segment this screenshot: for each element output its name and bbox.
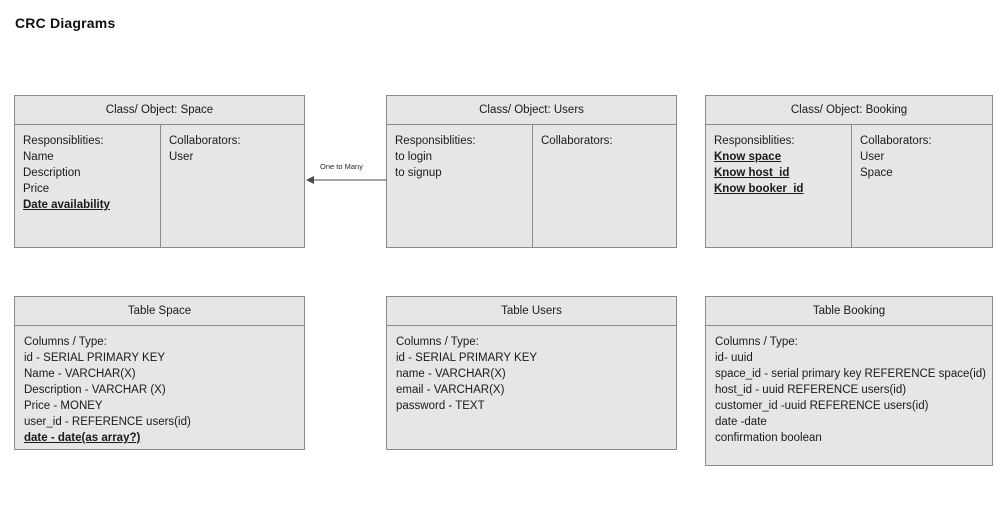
column-item: customer_id -uuid REFERENCE users(id)	[715, 400, 929, 412]
columns-heading: Columns / Type:	[24, 336, 107, 348]
crc-card-users[interactable]: Class/ Object: Users Responsiblities: to…	[386, 95, 677, 248]
crc-card-users-header: Class/ Object: Users	[387, 96, 676, 125]
crc-card-users-collaborators: Collaborators:	[533, 125, 676, 247]
responsibility-item: Description	[23, 167, 81, 179]
table-card-space-header: Table Space	[15, 297, 304, 326]
responsibility-item: Know booker_id	[714, 183, 804, 195]
responsibility-item: Know host_id	[714, 167, 790, 179]
relationship-connector[interactable]	[305, 155, 387, 187]
table-card-users-columns: Columns / Type: id - SERIAL PRIMARY KEY …	[387, 326, 676, 449]
crc-card-booking-responsibilities: Responsiblities: Know space Know host_id…	[706, 125, 852, 247]
column-item: id - SERIAL PRIMARY KEY	[24, 352, 166, 364]
table-card-booking-columns: Columns / Type: id- uuid space_id - seri…	[706, 326, 992, 465]
column-item: Description - VARCHAR (X)	[24, 384, 166, 396]
column-item: confirmation boolean	[715, 432, 822, 444]
crc-card-space-responsibilities: Responsiblities: Name Description Price …	[15, 125, 161, 247]
column-item: id - SERIAL PRIMARY KEY	[396, 352, 538, 364]
crc-card-booking-collaborators: Collaborators: User Space	[852, 125, 992, 247]
arrow-head-icon	[306, 176, 314, 184]
columns-heading: Columns / Type:	[715, 336, 798, 348]
collaborators-heading: Collaborators:	[169, 135, 241, 147]
column-item: date - date(as array?)	[24, 432, 141, 444]
column-item: password - TEXT	[396, 400, 485, 412]
table-card-users[interactable]: Table Users Columns / Type: id - SERIAL …	[386, 296, 677, 450]
crc-card-space[interactable]: Class/ Object: Space Responsiblities: Na…	[14, 95, 305, 248]
responsibility-item: Name	[23, 151, 54, 163]
column-item: space_id - serial primary key REFERENCE …	[715, 368, 986, 380]
table-card-booking-body: Columns / Type: id- uuid space_id - seri…	[706, 326, 992, 465]
collaborator-item: User	[169, 151, 194, 163]
column-item: name - VARCHAR(X)	[396, 368, 506, 380]
column-item: Name - VARCHAR(X)	[24, 368, 136, 380]
table-card-users-body: Columns / Type: id - SERIAL PRIMARY KEY …	[387, 326, 676, 449]
responsibility-item: to login	[395, 151, 433, 163]
crc-card-booking-header: Class/ Object: Booking	[706, 96, 992, 125]
responsibilities-heading: Responsiblities:	[395, 135, 476, 147]
column-item: host_id - uuid REFERENCE users(id)	[715, 384, 907, 396]
collaborators-heading: Collaborators:	[860, 135, 932, 147]
crc-card-space-collaborators: Collaborators: User	[161, 125, 304, 247]
responsibility-item: Know space	[714, 151, 782, 163]
crc-card-booking-body: Responsiblities: Know space Know host_id…	[706, 125, 992, 247]
column-item: id- uuid	[715, 352, 753, 364]
column-item: Price - MONEY	[24, 400, 103, 412]
column-item: email - VARCHAR(X)	[396, 384, 505, 396]
crc-card-users-body: Responsiblities: to login to signup Coll…	[387, 125, 676, 247]
collaborator-item: Space	[860, 167, 893, 179]
table-card-booking[interactable]: Table Booking Columns / Type: id- uuid s…	[705, 296, 993, 466]
responsibilities-heading: Responsiblities:	[714, 135, 795, 147]
table-card-space[interactable]: Table Space Columns / Type: id - SERIAL …	[14, 296, 305, 450]
column-item: user_id - REFERENCE users(id)	[24, 416, 191, 428]
crc-card-booking[interactable]: Class/ Object: Booking Responsiblities: …	[705, 95, 993, 248]
responsibility-item: Price	[23, 183, 50, 195]
crc-card-space-header: Class/ Object: Space	[15, 96, 304, 125]
responsibility-item: Date availability	[23, 199, 110, 211]
table-card-space-body: Columns / Type: id - SERIAL PRIMARY KEY …	[15, 326, 304, 449]
table-card-booking-header: Table Booking	[706, 297, 992, 326]
responsibilities-heading: Responsiblities:	[23, 135, 104, 147]
collaborator-item: User	[860, 151, 885, 163]
connector-label: One to Many	[320, 162, 363, 171]
responsibility-item: to signup	[395, 167, 442, 179]
column-item: date -date	[715, 416, 767, 428]
table-card-users-header: Table Users	[387, 297, 676, 326]
page-title: CRC Diagrams	[15, 15, 116, 31]
crc-card-space-body: Responsiblities: Name Description Price …	[15, 125, 304, 247]
columns-heading: Columns / Type:	[396, 336, 479, 348]
table-card-space-columns: Columns / Type: id - SERIAL PRIMARY KEY …	[15, 326, 304, 449]
collaborators-heading: Collaborators:	[541, 135, 613, 147]
crc-card-users-responsibilities: Responsiblities: to login to signup	[387, 125, 533, 247]
